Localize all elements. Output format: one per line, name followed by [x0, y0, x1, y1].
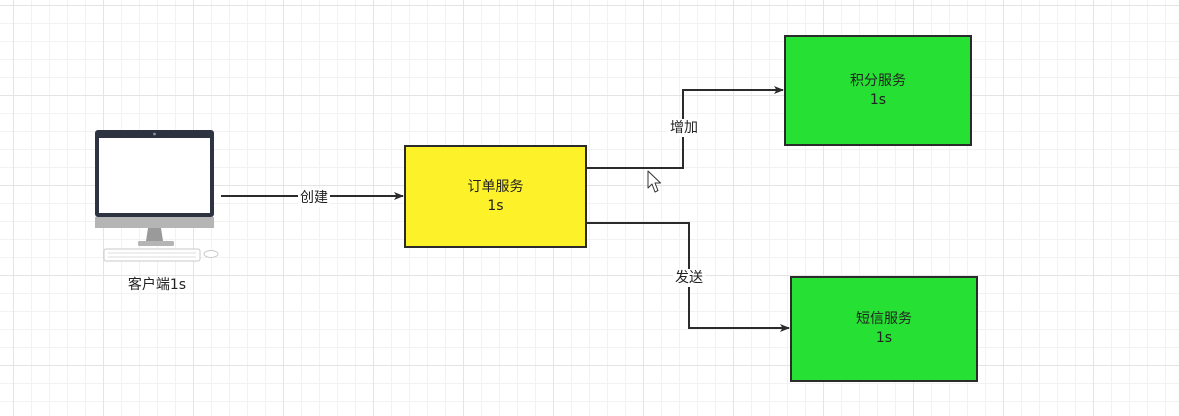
- sms-service-title: 短信服务: [856, 311, 912, 327]
- order-service-node[interactable]: 订单服务 1s: [404, 145, 587, 248]
- edge-label-create: 创建: [298, 189, 330, 207]
- points-service-title: 积分服务: [850, 72, 906, 89]
- points-service-node[interactable]: 积分服务 1s: [784, 35, 972, 146]
- monitor-chin: [95, 217, 214, 228]
- client-label: 客户端1s: [127, 277, 187, 293]
- keyboard: [103, 248, 201, 262]
- mouse: [203, 250, 219, 258]
- sms-service-node[interactable]: 短信服务 1s: [790, 276, 978, 382]
- monitor-base: [138, 241, 174, 246]
- edge-label-add: 增加: [668, 119, 700, 137]
- points-service-time: 1s: [869, 91, 887, 108]
- monitor-stand: [146, 228, 163, 241]
- monitor-screen: [99, 138, 210, 213]
- order-service-time: 1s: [487, 197, 504, 214]
- monitor-camera: [153, 132, 156, 136]
- order-service-title: 订单服务: [467, 178, 524, 195]
- sms-service-time: 1s: [875, 330, 893, 346]
- edge-label-send: 发送: [673, 269, 705, 287]
